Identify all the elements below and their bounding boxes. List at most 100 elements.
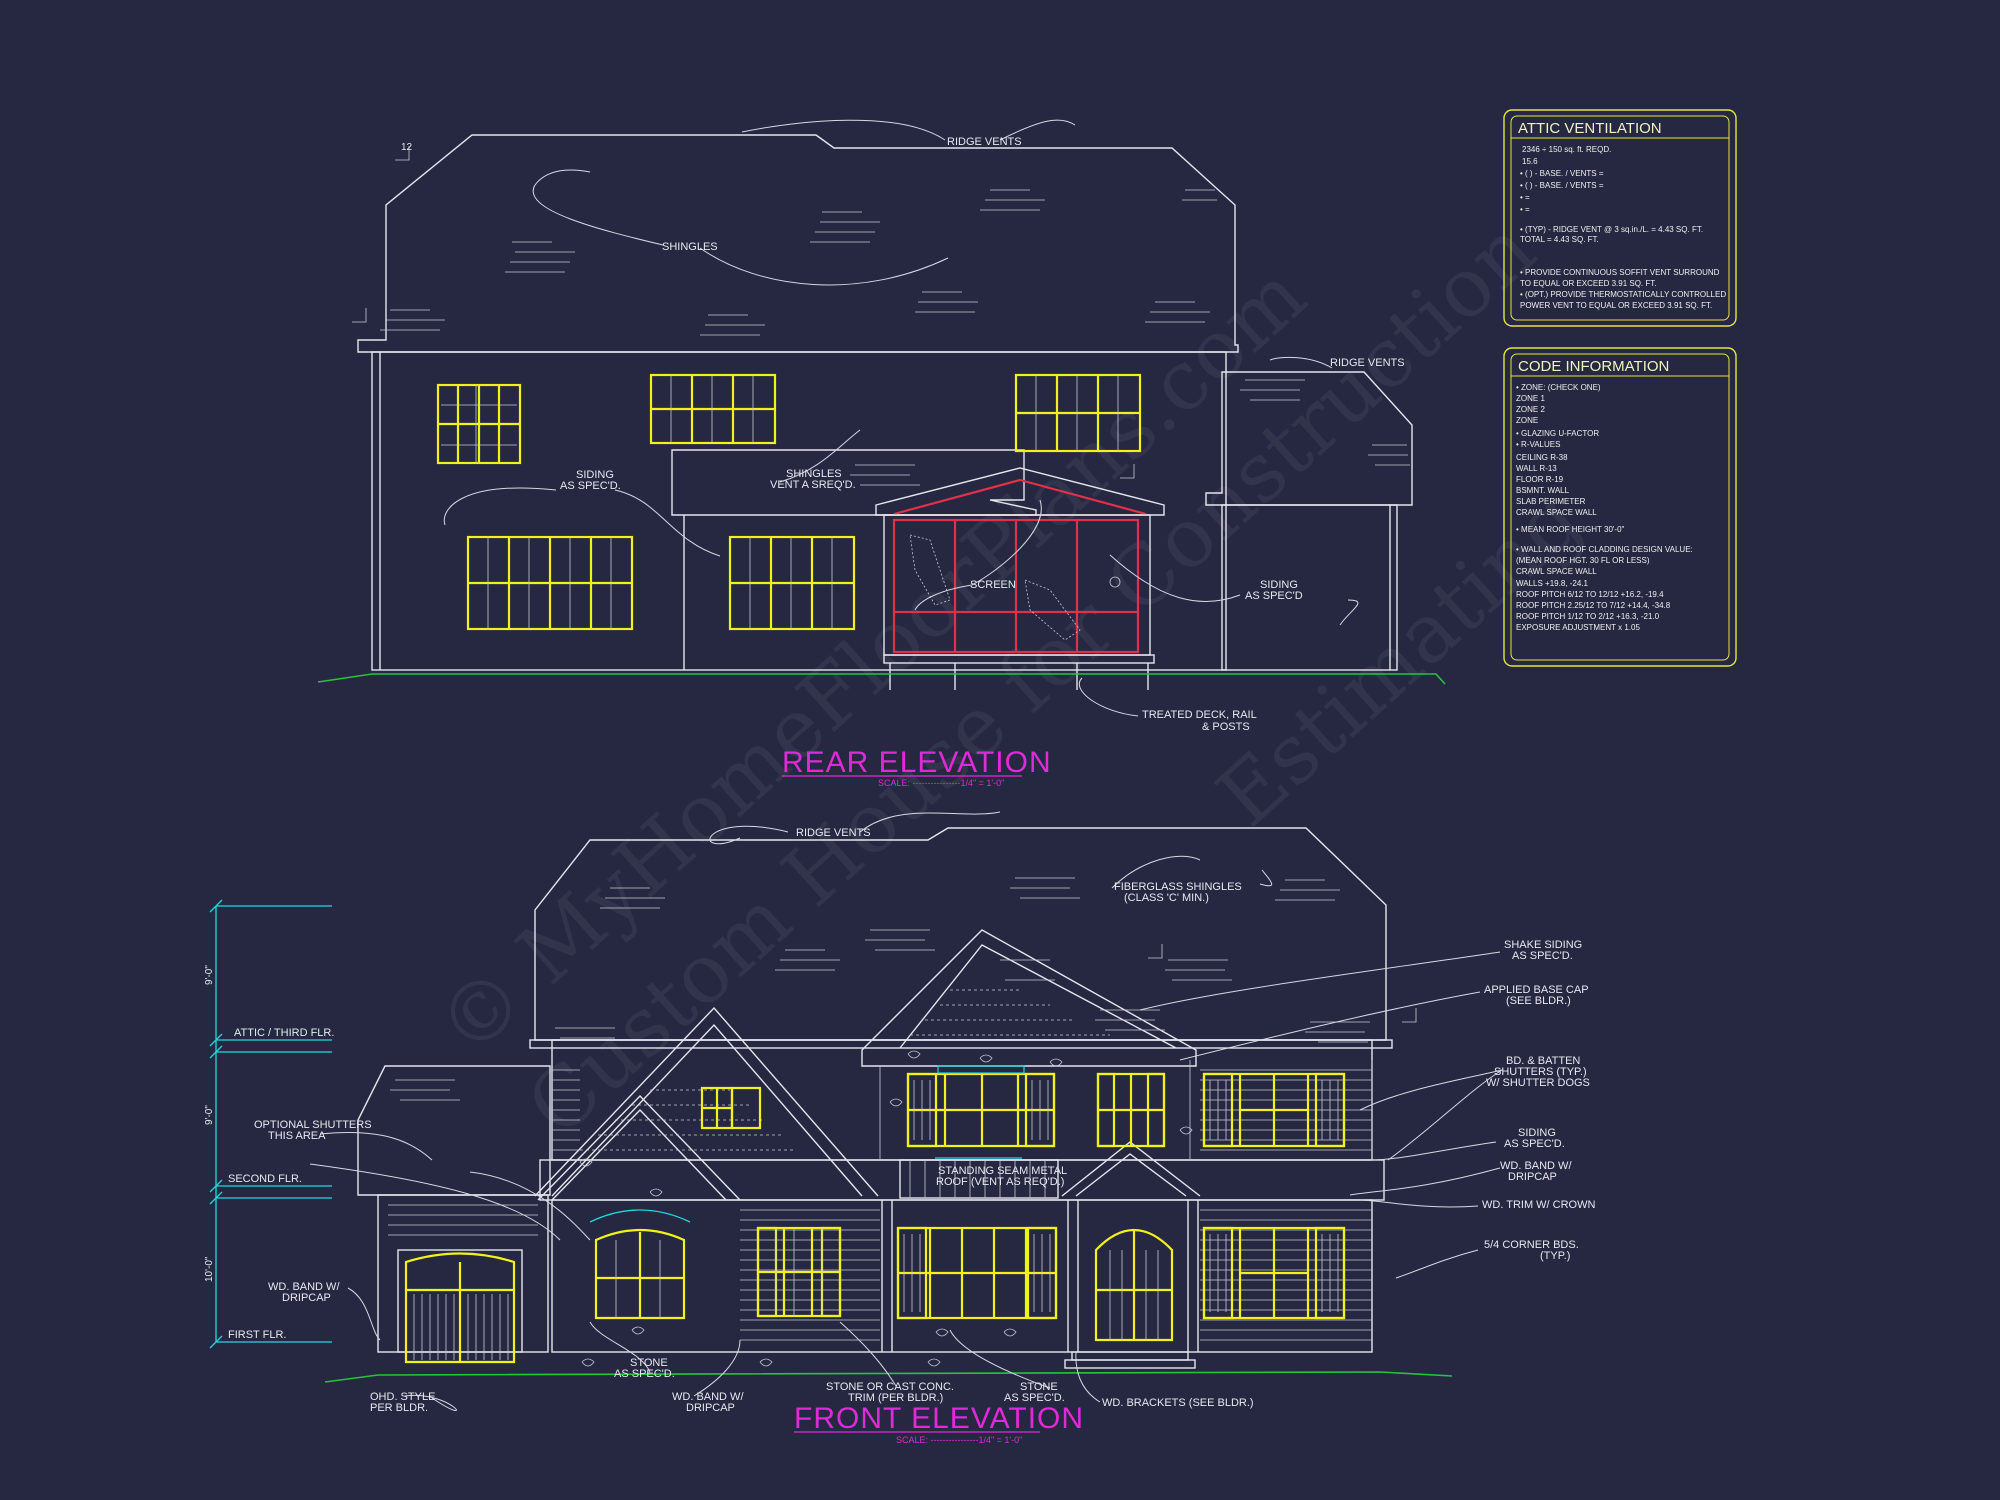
rear-elevation-scale: SCALE: ----------------1/4" = 1'-0" — [878, 778, 1004, 788]
front-ridge-vents-note: RIDGE VENTS — [796, 827, 871, 839]
rear-pitch-mark: 12 — [401, 142, 413, 153]
front-metal-roof-note-line-2: ROOF (VENT AS REQ'D.) — [936, 1176, 1064, 1188]
attic-line-4: • = — [1520, 193, 1530, 202]
front-band-note-line-2: DRIPCAP — [1508, 1171, 1557, 1183]
front-corner-note-line-2: (TYP.) — [1540, 1250, 1570, 1262]
attic-line-6: • (TYP) - RIDGE VENT @ 3 sq.in./L. = 4.4… — [1520, 225, 1703, 234]
code-line-21: EXPOSURE ADJUSTMENT x 1.05 — [1516, 623, 1640, 632]
rear-siding-note-line-2: AS SPEC'D. — [560, 480, 621, 492]
front-siding-note-line-1: SIDING — [1518, 1127, 1556, 1139]
front-base-cap-note-line-1: APPLIED BASE CAP — [1484, 984, 1589, 996]
front-batten-note-line-2: SHUTTERS (TYP.) — [1494, 1066, 1587, 1078]
front-metal-roof-note-line-1: STANDING SEAM METAL — [938, 1165, 1067, 1177]
dimension-first: 10'-0" — [204, 1256, 215, 1282]
front-ohd-note-line-2: PER BLDR. — [370, 1402, 428, 1414]
rear-elevation: 12 RIDGE VENTS RIDGE VENTS SHINGLES SIDI… — [317, 119, 1446, 788]
code-line-7: WALL R-13 — [1516, 464, 1557, 473]
front-optional-shutters-note-line-1: OPTIONAL SHUTTERS — [254, 1119, 372, 1131]
code-line-1: ZONE 1 — [1516, 394, 1545, 403]
code-line-19: ROOF PITCH 2.25/12 TO 7/12 +14.4, -34.8 — [1516, 601, 1671, 610]
code-line-12: • MEAN ROOF HEIGHT 30'-0" — [1516, 525, 1625, 534]
attic-line-1: 15.6 — [1522, 157, 1538, 166]
rear-ridge-vents-note-2: RIDGE VENTS — [1330, 357, 1405, 369]
code-line-16: CRAWL SPACE WALL — [1516, 567, 1597, 576]
front-elevation: 9'-0" 9'-0" 10'-0" ATTIC / THIRD FLR. SE… — [204, 811, 1595, 1445]
rear-siding-note-line-1: SIDING — [576, 469, 614, 481]
attic-line-11: • (OPT.) PROVIDE THERMOSTATICALLY CONTRO… — [1520, 290, 1726, 299]
front-batten-note-line-1: BD. & BATTEN — [1506, 1055, 1580, 1067]
watermark: © MyHomeFloorPlans.com Custom House for … — [420, 202, 1600, 1155]
code-line-11: CRAWL SPACE WALL — [1516, 508, 1597, 517]
attic-line-0: 2346 ÷ 150 sq. ft. REQD. — [1522, 145, 1611, 154]
code-information-box: CODE INFORMATION • ZONE: (CHECK ONE) ZON… — [1503, 347, 1737, 667]
front-cast-trim-note-line-1: STONE OR CAST CONC. — [826, 1381, 954, 1393]
watermark-line-1: © MyHomeFloorPlans.com — [420, 248, 1324, 1075]
code-line-6: CEILING R-38 — [1516, 453, 1568, 462]
front-band2-note-line-1: WD. BAND W/ — [672, 1391, 744, 1403]
code-line-8: FLOOR R-19 — [1516, 475, 1564, 484]
front-optional-shutters-note-line-2: THIS AREA — [268, 1130, 326, 1142]
front-fiberglass-note-line-2: (CLASS 'C' MIN.) — [1124, 892, 1209, 904]
front-shake-note-line-2: AS SPEC'D. — [1512, 950, 1573, 962]
level-second-label: SECOND FLR. — [228, 1173, 302, 1185]
dimension-second: 9'-0" — [204, 1105, 215, 1125]
attic-line-12: POWER VENT TO EQUAL OR EXCEED 3.91 SQ. F… — [1520, 301, 1712, 310]
attic-ventilation-box: ATTIC VENTILATION 2346 ÷ 150 sq. ft. REQ… — [1503, 109, 1737, 327]
code-line-4: • GLAZING U-FACTOR — [1516, 429, 1599, 438]
front-trim-crown-note: WD. TRIM W/ CROWN — [1482, 1199, 1595, 1211]
front-left-band-note-line-1: WD. BAND W/ — [268, 1281, 340, 1293]
dimension-attic: 9'-0" — [204, 965, 215, 985]
front-shake-note-line-1: SHAKE SIDING — [1504, 939, 1582, 951]
front-band-note-line-1: WD. BAND W/ — [1500, 1160, 1572, 1172]
code-line-5: • R-VALUES — [1516, 440, 1560, 449]
front-ohd-note-line-1: OHD. STYLE — [370, 1391, 435, 1403]
code-line-18: ROOF PITCH 6/12 TO 12/12 +16.2, -19.4 — [1516, 590, 1664, 599]
front-left-band-note-line-2: DRIPCAP — [282, 1292, 331, 1304]
code-line-14: • WALL AND ROOF CLADDING DESIGN VALUE: — [1516, 545, 1693, 554]
attic-line-5: • = — [1520, 205, 1530, 214]
attic-line-2: • ( ) - BASE. / VENTS = — [1520, 169, 1604, 178]
attic-ventilation-text: 2346 ÷ 150 sq. ft. REQD. 15.6 • ( ) - BA… — [1520, 145, 1728, 310]
front-brackets-note: WD. BRACKETS (SEE BLDR.) — [1102, 1397, 1254, 1409]
front-stone2-note-line-2: AS SPEC'D. — [1004, 1392, 1065, 1404]
attic-line-9: • PROVIDE CONTINUOUS SOFFIT VENT SURROUN… — [1520, 268, 1720, 277]
front-fiberglass-note-line-1: FIBERGLASS SHINGLES — [1114, 881, 1242, 893]
rear-deck-note-line-2: & POSTS — [1202, 721, 1250, 733]
front-windows — [589, 1065, 1346, 1342]
code-line-0: • ZONE: (CHECK ONE) — [1516, 383, 1601, 392]
front-cast-trim-note-line-2: TRIM (PER BLDR.) — [848, 1392, 943, 1404]
front-band2-note-line-2: DRIPCAP — [686, 1402, 735, 1414]
level-first-label: FIRST FLR. — [228, 1329, 286, 1341]
rear-siding-note-2-line-2: AS SPEC'D — [1245, 590, 1303, 602]
front-stone-note-line-1: STONE — [630, 1357, 668, 1369]
front-elevation-title: FRONT ELEVATION — [794, 1402, 1084, 1435]
code-information-text: • ZONE: (CHECK ONE) ZONE 1 ZONE 2 ZONE •… — [1516, 383, 1695, 632]
code-line-15: (MEAN ROOF HGT. 30 FL OR LESS) — [1516, 556, 1650, 565]
rear-elevation-title: REAR ELEVATION — [782, 746, 1052, 779]
attic-ventilation-title: ATTIC VENTILATION — [1518, 120, 1662, 137]
front-elevation-scale: SCALE: ----------------1/4" = 1'-0" — [896, 1435, 1022, 1445]
front-corner-note-line-1: 5/4 CORNER BDS. — [1484, 1239, 1579, 1251]
rear-siding-note-2-line-1: SIDING — [1260, 579, 1298, 591]
front-stone2-note-line-1: STONE — [1020, 1381, 1058, 1393]
front-siding-note-line-2: AS SPEC'D. — [1504, 1138, 1565, 1150]
attic-line-7: TOTAL = 4.43 SQ. FT. — [1520, 235, 1599, 244]
rear-shingles-vent-note-line-2: VENT A SREQ'D. — [770, 479, 856, 491]
level-attic-label: ATTIC / THIRD FLR. — [234, 1027, 334, 1039]
code-line-9: BSMNT. WALL — [1516, 486, 1570, 495]
rear-screen-note: SCREEN — [970, 579, 1016, 591]
front-stone-note-line-2: AS SPEC'D. — [614, 1368, 675, 1380]
rear-shingles-vent-note-line-1: SHINGLES — [786, 468, 842, 480]
attic-line-10: TO EQUAL OR EXCEED 3.91 SQ. FT. — [1520, 279, 1656, 288]
rear-ridge-vents-note: RIDGE VENTS — [947, 136, 1022, 148]
rear-windows — [436, 373, 1142, 631]
code-line-20: ROOF PITCH 1/12 TO 2/12 +16.3, -21.0 — [1516, 612, 1660, 621]
code-line-3: ZONE — [1516, 416, 1538, 425]
attic-line-3: • ( ) - BASE. / VENTS = — [1520, 181, 1604, 190]
code-information-title: CODE INFORMATION — [1518, 358, 1669, 375]
rear-deck-note-line-1: TREATED DECK, RAIL — [1142, 709, 1257, 721]
front-batten-note-line-3: W/ SHUTTER DOGS — [1486, 1077, 1590, 1089]
front-base-cap-note-line-2: (SEE BLDR.) — [1506, 995, 1571, 1007]
rear-shingles-note: SHINGLES — [662, 241, 718, 253]
